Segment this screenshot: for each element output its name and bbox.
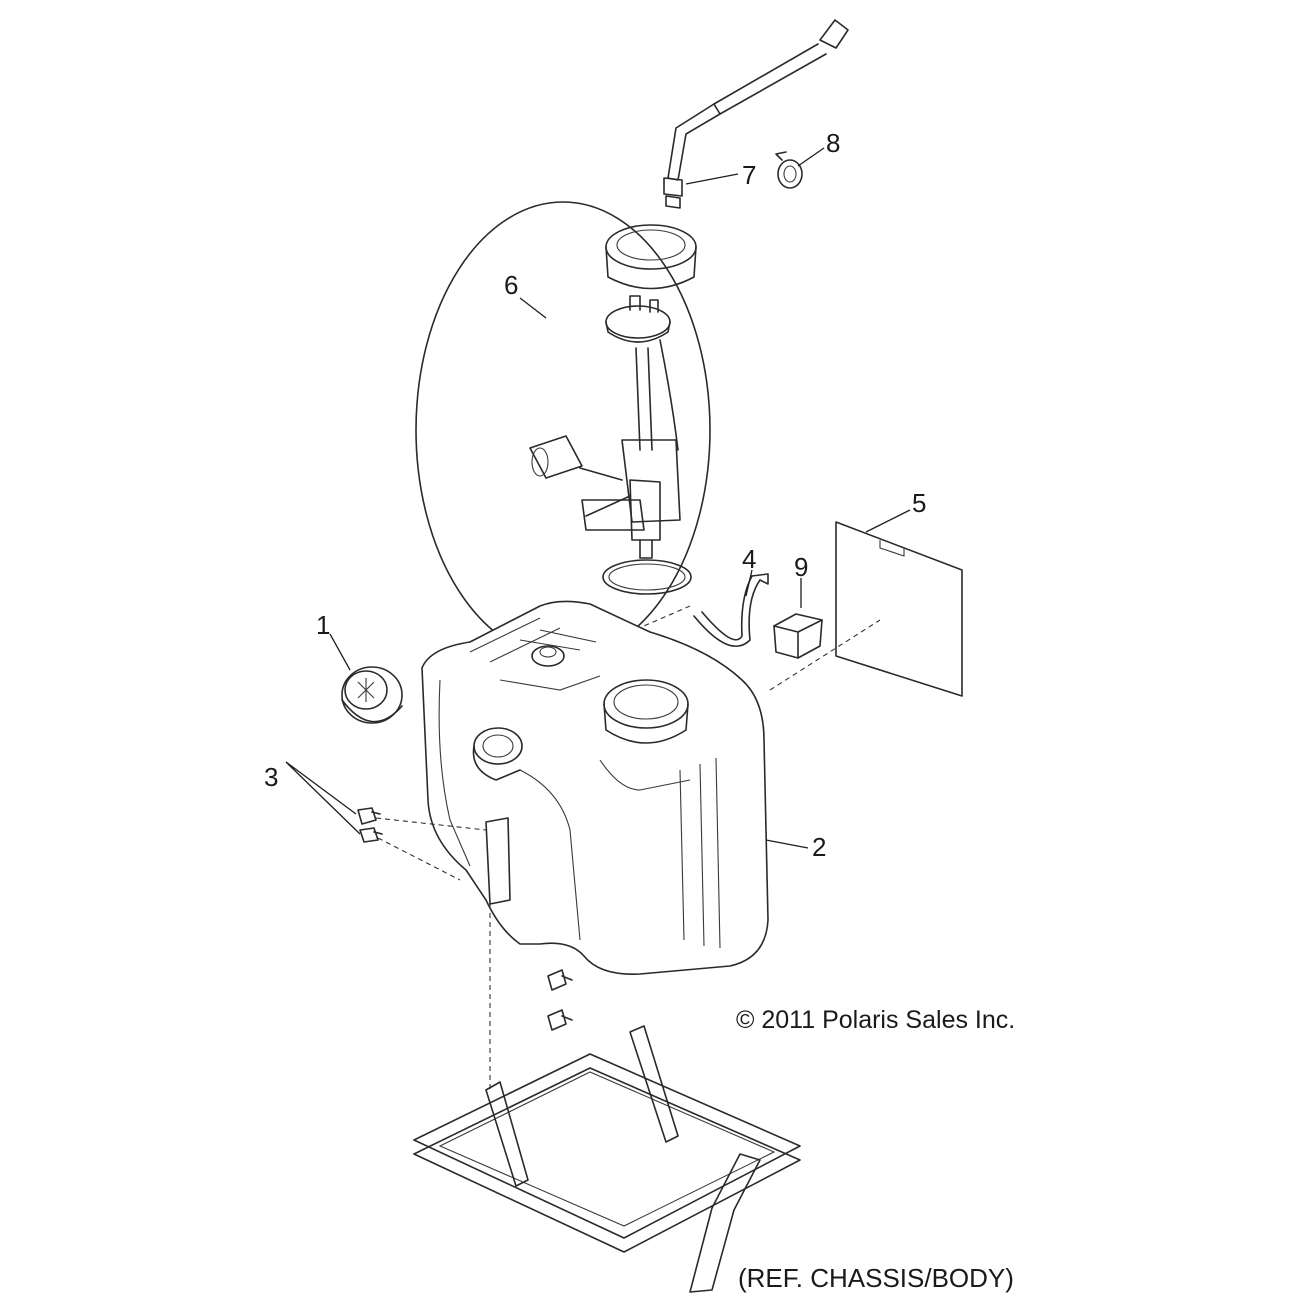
reference-note: (REF. CHASSIS/BODY) [738,1263,1014,1293]
fuel-line-part [663,19,849,209]
copyright-note: © 2011 Polaris Sales Inc. [736,1006,1015,1034]
callout-6: 6 [504,270,518,300]
callout-2: 2 [812,832,826,862]
fuel-pump-assembly-part [415,201,711,659]
chassis-frame-ref [413,1025,801,1293]
callout-1: 1 [316,610,330,640]
hose-clamp-part [775,151,803,189]
heat-shield-part [835,521,963,697]
callout-8: 8 [826,128,840,158]
callout-3: 3 [264,762,278,792]
fuel-cap-part [341,666,403,724]
bolts-part [357,807,573,1031]
callout-9: 9 [794,552,808,582]
vent-hose-part [693,573,769,648]
pad-block-part [773,613,823,659]
callout-7: 7 [742,160,756,190]
fuel-tank-part [421,600,769,975]
callout-4: 4 [742,544,756,574]
leader-lines [285,147,911,849]
callout-5: 5 [912,488,926,518]
